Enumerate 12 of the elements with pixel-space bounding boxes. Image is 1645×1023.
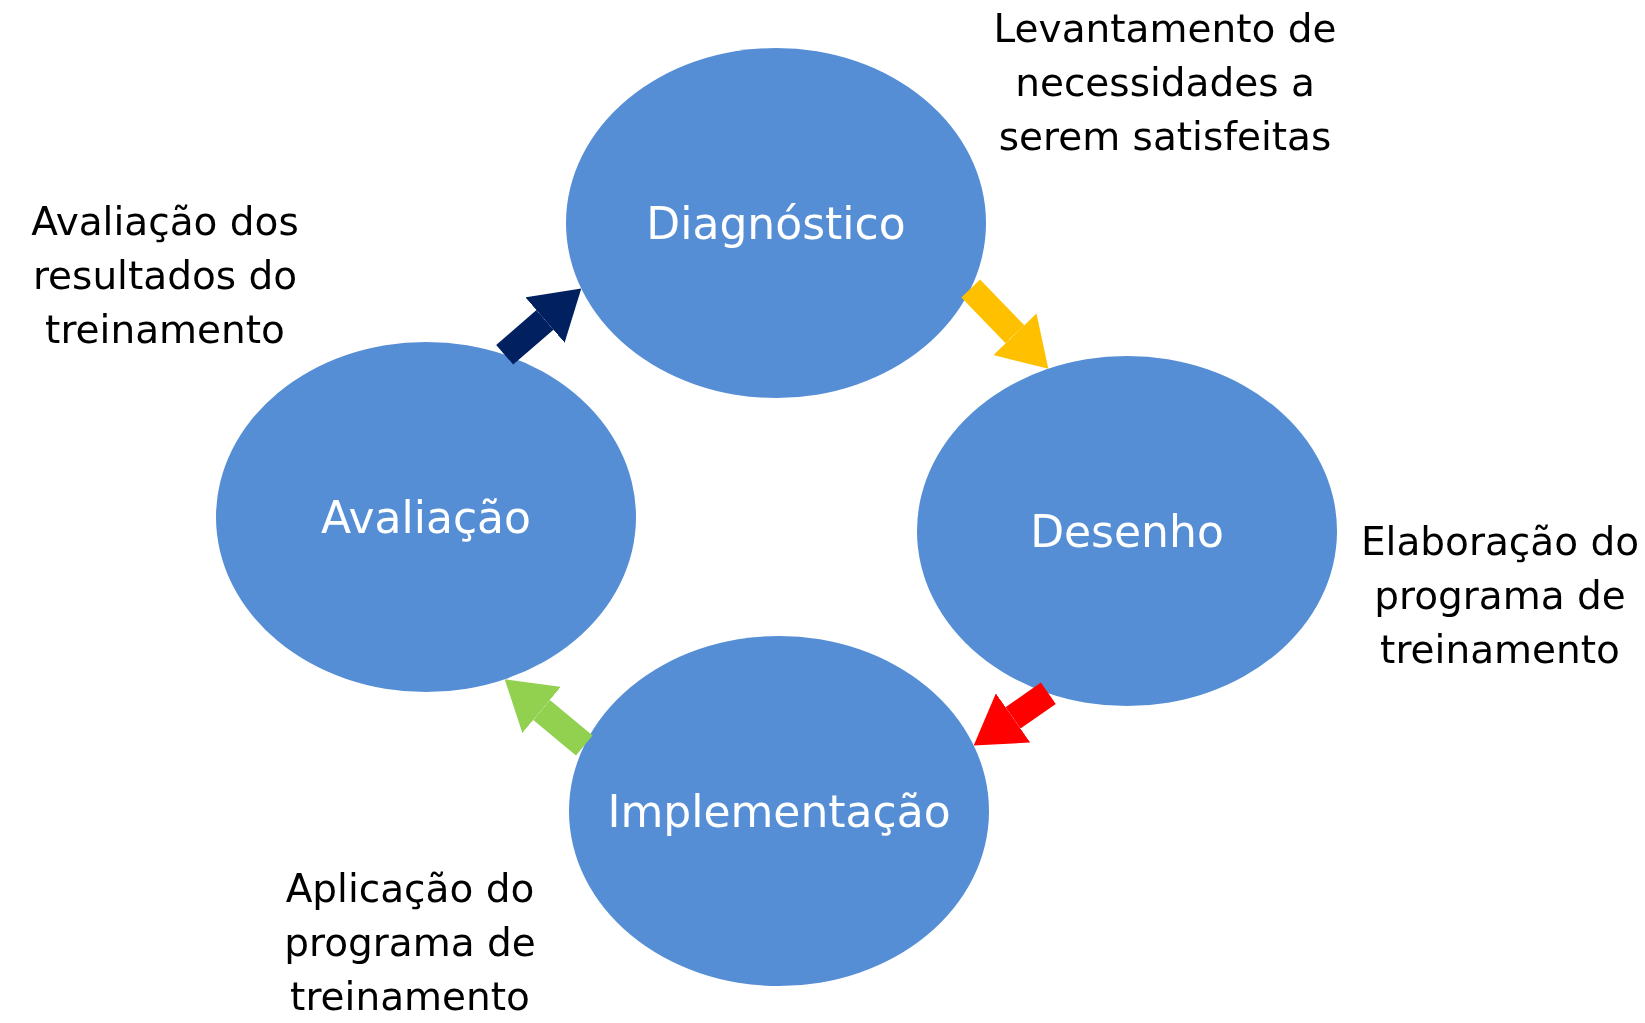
block-arrow [973,682,1056,746]
block-arrow [961,279,1049,369]
node-label: Desenho [1030,504,1224,559]
description-text: Avaliação dos resultados do treinamento [30,198,300,354]
description-text: Aplicação do programa de treinamento [283,865,537,1021]
block-arrow [496,288,582,365]
description-text: Levantamento de necessidades a serem satisfeitas [992,5,1338,161]
node-label: Implementação [607,784,951,839]
block-arrow [504,679,593,756]
node-label: Diagnóstico [646,196,906,251]
description-text: Elaboração do programa de treinamento [1359,518,1641,674]
node-label: Avaliação [321,490,531,545]
